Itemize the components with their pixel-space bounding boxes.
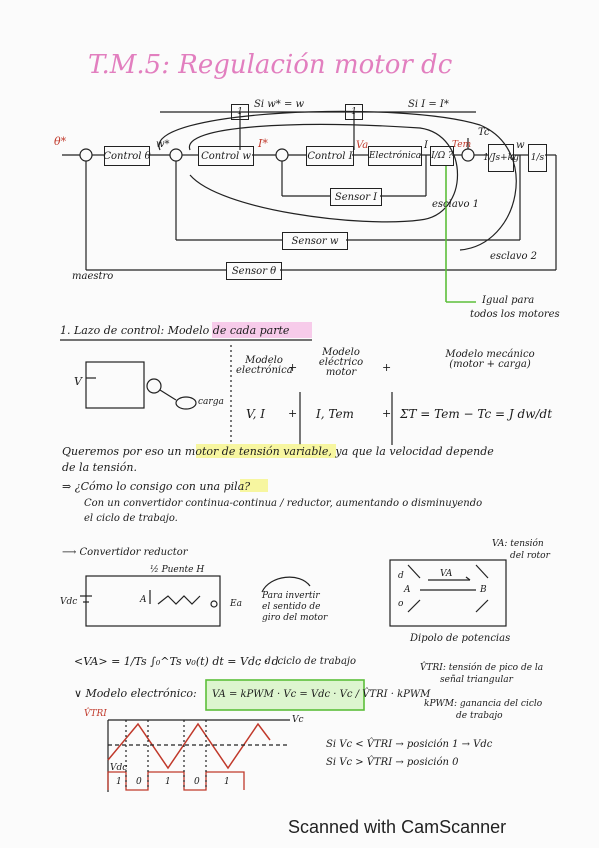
wave-bit-4: 0 <box>194 777 200 787</box>
wave-bit-3: 1 <box>165 777 171 787</box>
paragraph-1-line-1: Queremos por eso un motor de tensión var… <box>62 445 494 458</box>
w-star-label: w* <box>156 139 170 150</box>
condition-1: Si Vc < V̂TRI → posición 1 → Vdc <box>326 739 493 750</box>
switch-box-1: 1 <box>231 104 249 120</box>
hbridge-va-label: VA <box>440 569 453 579</box>
wave-bit-2: 0 <box>136 777 142 787</box>
va-label: Va <box>356 140 369 151</box>
theta-star-label: θ* <box>54 135 67 148</box>
wave-bit-5: 1 <box>224 777 230 787</box>
switch-label-2: Si I = I* <box>408 99 449 110</box>
hbridge-b-label: B <box>480 585 487 595</box>
model-electronica: Modelo electrónica <box>236 355 293 376</box>
wave-vdc-label: Vdc <box>110 763 128 773</box>
paragraph-2-line-2: el ciclo de trabajo. <box>84 513 178 524</box>
electronic-model-equation: VA = kPWM · Vc = Vdc · Vc / V̂TRI · kPWM <box>212 689 431 700</box>
kpwm-note-line-1: kPWM: ganancia del ciclo <box>424 699 543 709</box>
wave-vc-label: Vc <box>292 715 304 725</box>
note-line-2: todos los motores <box>470 309 560 320</box>
va-note-line-1: VA: tensión <box>492 539 544 549</box>
vars-electronica: V, I <box>246 407 265 421</box>
w-label: w <box>516 140 525 151</box>
block-electronica: Electrónica <box>368 146 422 166</box>
switch-box-2: 1 <box>345 104 363 120</box>
model-electrico: Modelo eléctrico motor <box>318 347 364 378</box>
section-heading: 1. Lazo de control: Modelo de cada parte <box>60 324 290 337</box>
tc-label: Tc <box>478 127 490 138</box>
camscanner-watermark: Scanned with CamScanner <box>288 817 507 837</box>
hbridge-d-label: d <box>398 571 404 581</box>
va-note-line-2: del rotor <box>510 551 550 561</box>
carga-label: carga <box>198 397 224 407</box>
ea-label: Ea <box>230 599 242 609</box>
circuit-v-label: V <box>74 375 82 388</box>
duty-cycle-note: ; d: ciclo de trabajo <box>258 656 357 667</box>
dipolo-label: Dipolo de potencias <box>410 633 511 644</box>
vars-electrico: I, Tem <box>316 407 354 421</box>
question: ⇒ ¿Cómo lo consigo con una pila? <box>62 480 251 493</box>
wave-bit-1: 1 <box>116 777 122 787</box>
hbridge-o-label: o <box>398 599 404 609</box>
vars-mecanico: ΣT = Tem − Tc = J dw/dt <box>400 407 553 421</box>
paragraph-2-line-1: Con un convertidor continua-continua / r… <box>84 498 483 509</box>
esclavo1-label: esclavo 1 <box>432 199 480 210</box>
half-bridge-label: ½ Puente H <box>150 565 205 575</box>
converter-label: ⟶ Convertidor reductor <box>62 547 188 558</box>
plus-4: + <box>382 407 392 420</box>
esclavo2-label: esclavo 2 <box>490 251 538 262</box>
plus-1: + <box>288 361 298 374</box>
model-mecanico: Modelo mecánico (motor + carga) <box>445 349 535 370</box>
wave-vtri-label: V̂TRI <box>84 709 107 719</box>
block-integrator: 1/s <box>528 144 547 172</box>
maestro-label: maestro <box>72 271 114 282</box>
sensor-w: Sensor w <box>282 232 348 250</box>
switch-label-1: Si w* = w <box>254 99 305 110</box>
condition-2: Si Vc > V̂TRI → posición 0 <box>326 757 459 768</box>
page-title: T.M.5: Regulación motor dc <box>88 50 453 80</box>
paragraph-1-line-2: de la tensión. <box>62 461 138 474</box>
note-line-1: Igual para <box>482 295 535 306</box>
i-label: I <box>424 140 428 151</box>
hbridge-a-label: A <box>404 585 411 595</box>
block-control-w: Control w <box>198 146 254 166</box>
block-control-theta: Control θ <box>103 146 151 166</box>
vdc-label: Vdc <box>60 597 78 607</box>
vtri-note-line-1: V̂TRI: tensión de pico de la <box>420 663 544 673</box>
kpwm-note-line-2: de trabajo <box>456 711 503 721</box>
invert-line-1: Para invertir <box>262 591 320 601</box>
i-star-label: I* <box>258 137 268 150</box>
vtri-note-line-2: señal triangular <box>440 675 513 685</box>
block-control-i: Control I <box>306 146 354 166</box>
invert-line-3: giro del motor <box>262 613 328 623</box>
sensor-i: Sensor I <box>330 188 382 206</box>
average-voltage-equation: <VA> = 1/Ts ∫₀^Ts v₀(t) dt = Vdc · d <box>74 655 279 668</box>
node-a-label: A <box>140 595 147 605</box>
sensor-theta: Sensor θ <box>226 262 282 280</box>
tem-label: Tem <box>452 140 472 150</box>
plus-2: + <box>382 361 392 374</box>
block-mechanical: 1/Js+kg <box>483 144 519 172</box>
plus-3: + <box>288 407 298 420</box>
electronic-model-label: ∨ Modelo electrónico: <box>74 687 197 700</box>
block-motor: I/Ω ? <box>430 146 454 166</box>
invert-line-2: el sentido de <box>262 602 321 612</box>
